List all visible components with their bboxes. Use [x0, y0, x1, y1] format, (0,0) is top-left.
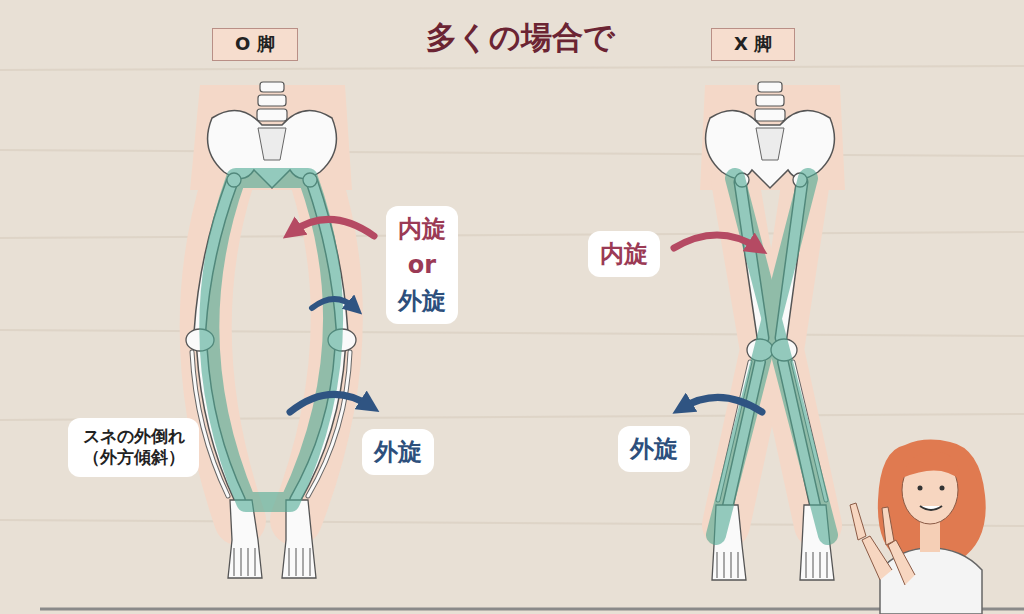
node-text: 外旋	[398, 286, 446, 316]
header-box: O 脚	[212, 28, 298, 61]
o-leg-figure	[186, 82, 356, 578]
header-box: X 脚	[711, 28, 795, 61]
rotation-box: 内旋 or 外旋	[386, 206, 458, 324]
wood-grain	[0, 66, 1024, 526]
node-text: X 脚	[734, 33, 772, 56]
rotation-box: 外旋	[362, 429, 434, 475]
node-text: 内旋	[600, 239, 648, 269]
node-text: 外旋	[374, 437, 422, 467]
woman-illustration	[850, 440, 986, 614]
x-leg-figure	[700, 82, 845, 580]
node-text: スネの外倒れ （外方傾斜）	[80, 426, 187, 469]
rotation-box: 外旋	[618, 426, 690, 472]
rotation-arrows	[290, 219, 762, 412]
rotation-box: 内旋	[588, 231, 660, 277]
node-text: O 脚	[235, 33, 275, 56]
bottom-rule	[40, 608, 1024, 611]
note-box: スネの外倒れ （外方傾斜）	[68, 418, 199, 477]
diagram-title: 多くの場合で	[426, 17, 615, 59]
node-text: or	[408, 250, 436, 280]
node-text: 外旋	[630, 434, 678, 464]
node-text: 内旋	[398, 214, 446, 244]
